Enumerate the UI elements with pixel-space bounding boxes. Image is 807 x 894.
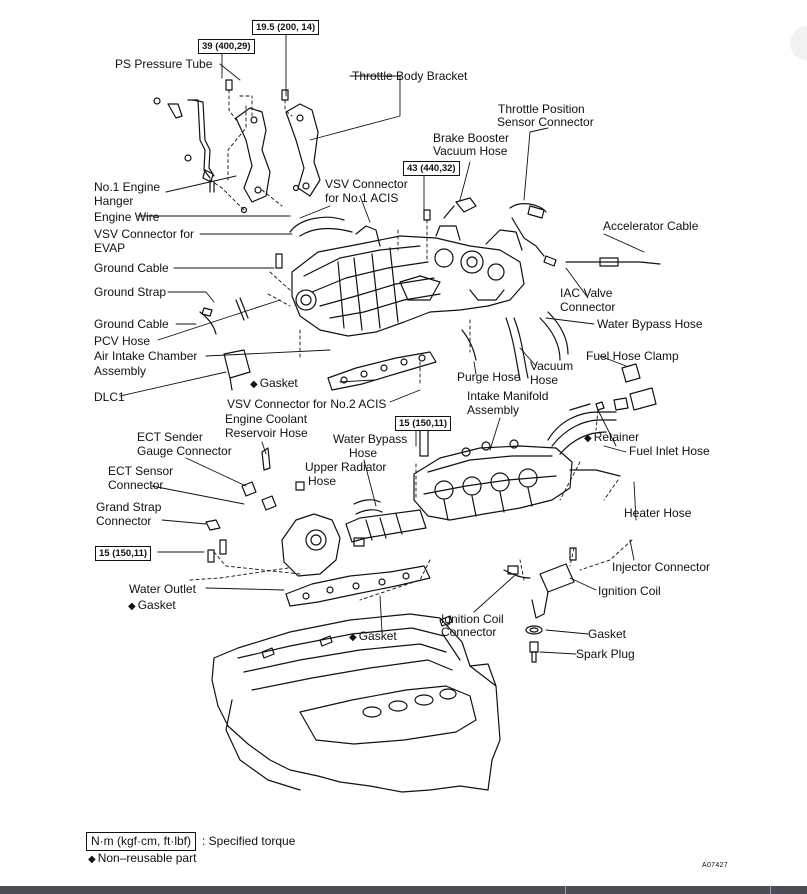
label-vsv-evap-1: VSV Connector for (94, 227, 195, 241)
no1-engine-hanger-part (235, 107, 271, 214)
chamber-gasket-part (327, 351, 437, 391)
label-throttle-position-sensor-2: Sensor Connector (497, 115, 594, 129)
chamber-hoses (289, 197, 661, 381)
torque-spec-15-manifold: 15 (150,11) (395, 416, 452, 431)
throttle-body-bracket-part (285, 103, 321, 197)
label-air-intake-chamber-1: Air Intake Chamber (94, 349, 198, 363)
label-ignition-coil-connector-2: Connector (441, 625, 497, 639)
label-fuel-hose-clamp: Fuel Hose Clamp (586, 349, 679, 363)
label-ect-sender-2: Gauge Connector (137, 444, 232, 458)
label-gasket-outlet: Gasket (128, 598, 176, 614)
label-brake-booster-1: Brake Booster (433, 131, 510, 145)
label-vacuum-hose-2: Hose (530, 373, 559, 387)
outlet-gasket-part (285, 565, 431, 607)
page-corner-widget (790, 26, 807, 60)
dlc1-part (223, 349, 251, 391)
gasket-outlet-text: Gasket (137, 598, 176, 612)
label-engine-coolant-2: Reservoir Hose (225, 426, 308, 440)
legend-torque-unit-box: N·m (kgf·cm, ft·lbf) (86, 832, 196, 851)
label-gasket-plug: Gasket (588, 627, 627, 641)
label-ect-sensor-1: ECT Sensor (108, 464, 174, 478)
water-outlet-part (205, 513, 341, 577)
torque-spec-43: 43 (440,32) (403, 161, 460, 176)
label-accelerator-cable: Accelerator Cable (603, 219, 699, 233)
label-fuel-inlet-hose: Fuel Inlet Hose (629, 444, 710, 458)
label-engine-coolant-1: Engine Coolant (225, 412, 308, 426)
label-ignition-coil: Ignition Coil (598, 584, 661, 598)
label-leaders (119, 19, 645, 655)
legend-specified-torque: : Specified torque (202, 834, 296, 848)
dashed-leaders (189, 89, 633, 601)
label-water-bypass-hose-mid-1: Water Bypass (333, 432, 408, 446)
label-upper-radiator-1: Upper Radiator (305, 460, 387, 474)
legend-non-reusable: Non–reusable part (88, 851, 197, 867)
label-purge-hose: Purge Hose (457, 370, 521, 384)
label-vsv-no2-acis: VSV Connector for No.2 ACIS (227, 397, 387, 411)
bottom-scrollbar[interactable] (0, 886, 807, 894)
label-ground-cable-top: Ground Cable (94, 261, 169, 275)
ground-strap-part (199, 253, 283, 335)
label-throttle-position-sensor-1: Throttle Position (498, 102, 585, 116)
torque-spec-15-outlet: 15 (150,11) (95, 546, 152, 561)
label-water-bypass-hose-right: Water Bypass Hose (597, 317, 703, 331)
label-upper-radiator-2: Hose (308, 474, 337, 488)
label-spark-plug: Spark Plug (576, 647, 635, 661)
ignition-coil-part (503, 547, 577, 619)
label-dlc1: DLC1 (94, 390, 125, 404)
label-ground-cable-lower: Ground Cable (94, 317, 169, 331)
label-water-outlet: Water Outlet (129, 582, 196, 596)
air-intake-chamber-part (291, 225, 525, 337)
label-engine-wire: Engine Wire (94, 210, 160, 224)
figure-id: A07427 (702, 862, 728, 869)
label-intake-manifold-2: Assembly (467, 403, 520, 417)
intake-manifold-part (413, 411, 621, 521)
label-pcv-hose: PCV Hose (94, 334, 151, 348)
label-ground-strap: Ground Strap (94, 285, 167, 299)
gasket-manifold-text: Gasket (358, 629, 397, 643)
label-gasket-manifold: Gasket (349, 629, 397, 645)
label-iac-valve-2: Connector (560, 300, 616, 314)
label-air-intake-chamber-2: Assembly (94, 364, 147, 378)
label-ect-sender-1: ECT Sender (137, 430, 203, 444)
torque-spec-19-5: 19.5 (200, 14) (252, 20, 320, 35)
legend-non-reusable-text: Non–reusable part (97, 851, 197, 865)
label-vsv-evap-2: EVAP (94, 241, 126, 255)
fuel-hose-clamp-part (569, 363, 657, 411)
label-grand-strap-1: Grand Strap (96, 500, 162, 514)
label-ps-pressure-tube: PS Pressure Tube (115, 57, 213, 71)
label-injector-connector: Injector Connector (612, 560, 711, 574)
label-gasket-chamber: Gasket (250, 376, 298, 392)
retainer-text: Retainer (593, 430, 640, 444)
label-vsv-acis-2: for No.1 ACIS (325, 191, 399, 205)
label-throttle-body-bracket: Throttle Body Bracket (352, 69, 468, 83)
label-heater-hose: Heater Hose (624, 506, 692, 520)
coolant-hoses-part (241, 427, 429, 547)
label-brake-booster-2: Vacuum Hose (433, 144, 508, 158)
label-no1-engine-hanger-2: Hanger (94, 194, 134, 208)
label-retainer: Retainer (584, 430, 639, 446)
bottom-bar-divider-2 (770, 886, 771, 894)
bottom-bar-divider (565, 886, 566, 894)
spark-plug-part (525, 625, 543, 663)
engine-block-part (211, 613, 501, 793)
label-water-bypass-hose-mid-2: Hose (349, 446, 378, 460)
ps-pressure-tube-part (153, 97, 215, 193)
torque-spec-39: 39 (400,29) (198, 39, 255, 54)
label-ect-sensor-2: Connector (108, 478, 164, 492)
gasket-chamber-text: Gasket (259, 376, 298, 390)
label-iac-valve-1: IAC Valve (560, 286, 613, 300)
label-vsv-acis-1: VSV Connector (325, 177, 408, 191)
label-grand-strap-2: Connector (96, 514, 152, 528)
label-intake-manifold-1: Intake Manifold (467, 389, 549, 403)
label-ignition-coil-connector-1: Ignition Coil (441, 612, 504, 626)
label-vacuum-hose-1: Vacuum (530, 359, 574, 373)
label-no1-engine-hanger-1: No.1 Engine (94, 180, 161, 194)
